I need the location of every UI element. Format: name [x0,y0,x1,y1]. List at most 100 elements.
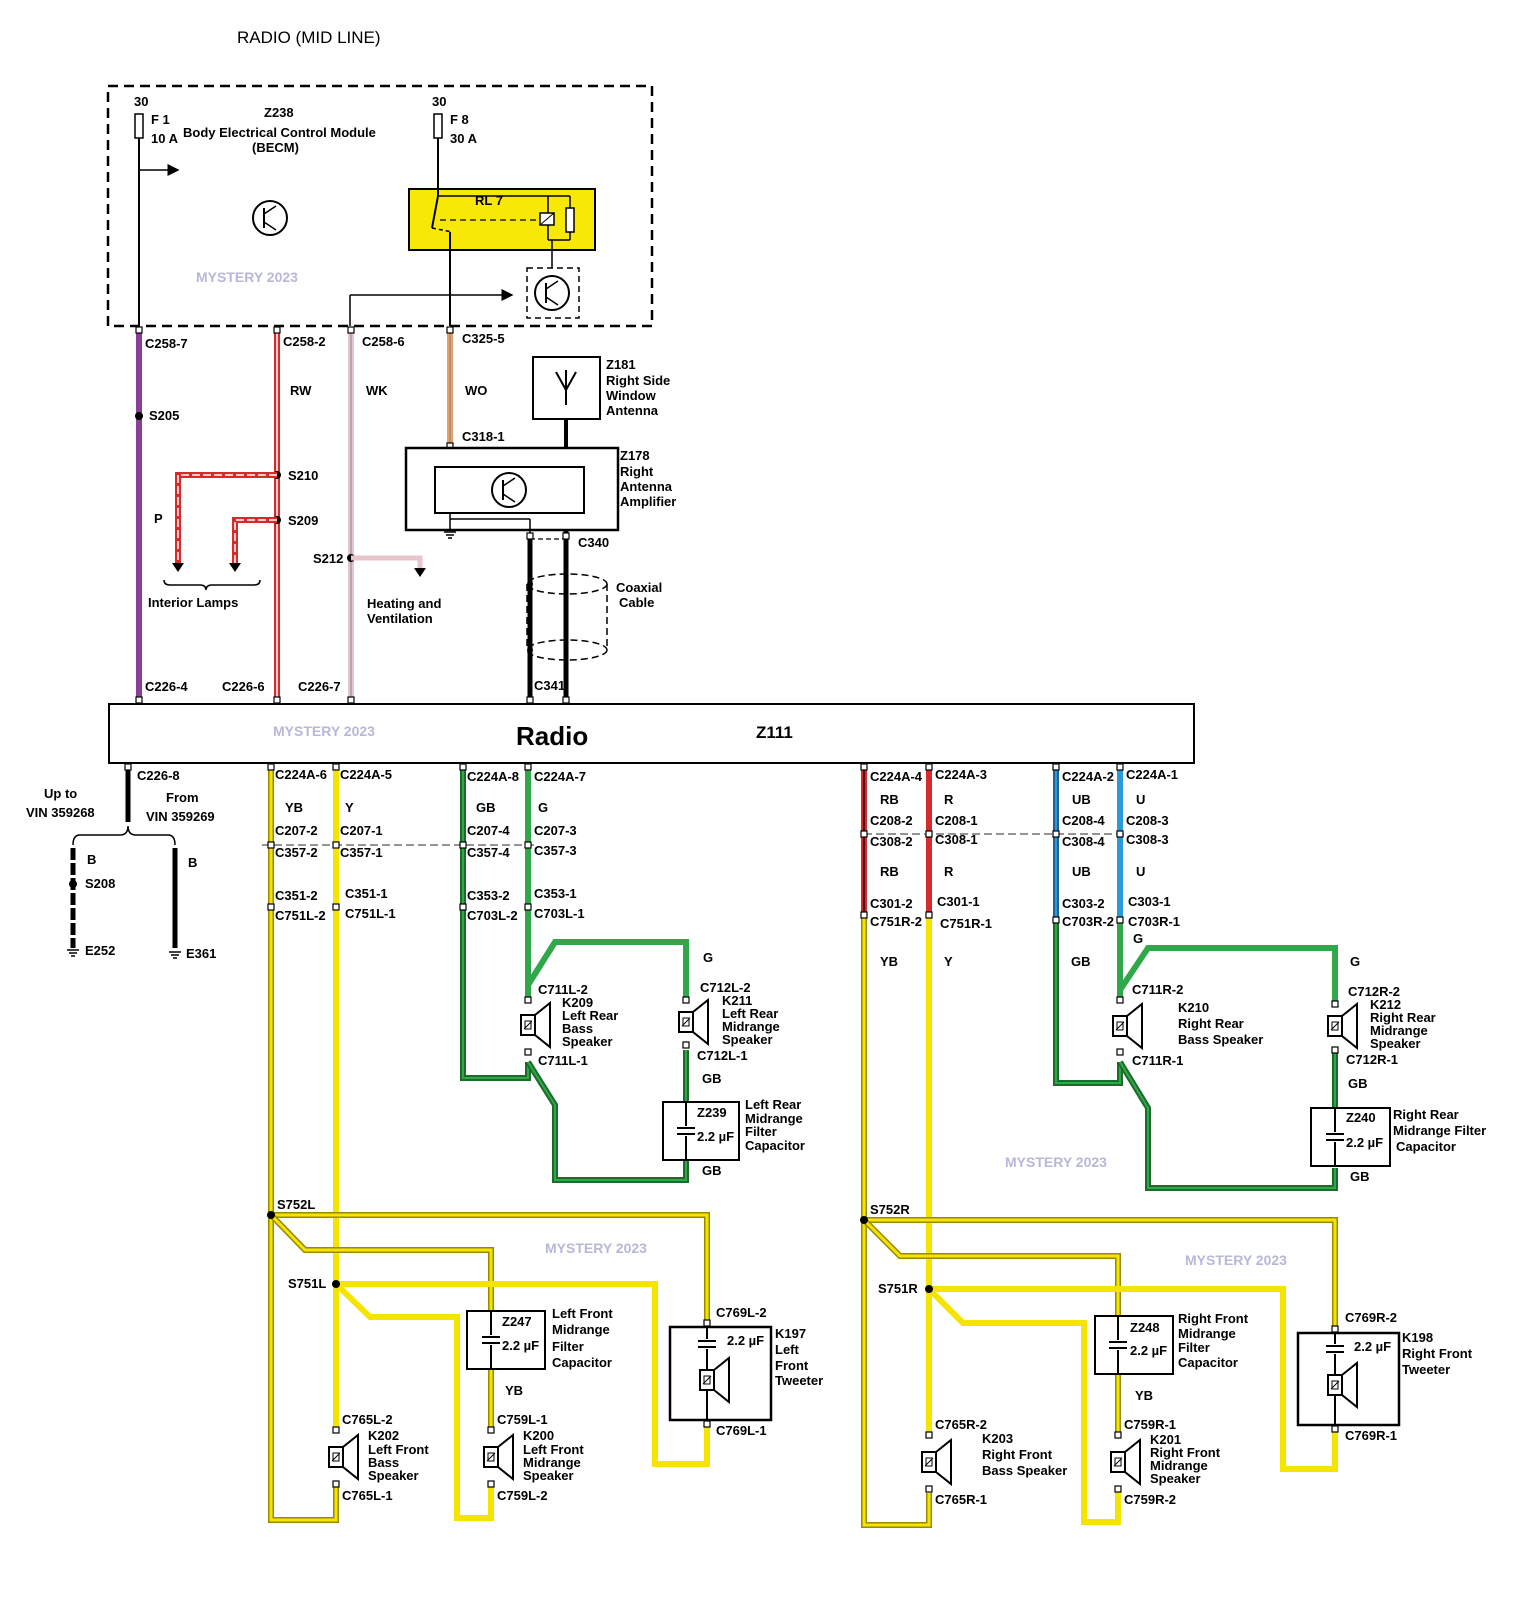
conn-c208-4: C208-4 [1062,813,1105,828]
z248-code: Z248 [1130,1320,1160,1335]
k201-l3: Speaker [1150,1471,1201,1486]
conn-c759r-2: C759R-2 [1124,1492,1176,1507]
conn-c224a-6: C224A-6 [275,767,327,782]
becm-transistor-icon [252,200,288,236]
k209-speaker-icon [520,1002,551,1048]
k211-l2: Midrange [722,1019,780,1034]
conn-c224a-2: C224A-2 [1062,769,1114,784]
z248-value: 2.2 µF [1130,1343,1167,1358]
splice-s751r-label: S751R [878,1281,918,1296]
wire-g-lr: G [538,800,548,815]
z239-l4: Capacitor [745,1138,805,1153]
z248-l3: Filter [1178,1340,1210,1355]
wire-g-k212: G [1350,954,1360,969]
conn-c703l-2: C703L-2 [467,908,518,923]
k210-speaker-icon [1112,1003,1143,1049]
k209-code: K209 [562,995,593,1010]
conn-c258-2: C258-2 [283,334,326,349]
watermark-5: MYSTERY 2023 [1185,1252,1287,1268]
antenna-icon [555,370,577,405]
k202-l2: Bass [368,1455,399,1470]
z239-l3: Filter [745,1124,777,1139]
ground-e361-label: E361 [186,946,216,961]
k212-l1: Right Rear [1370,1010,1436,1025]
k211-speaker-icon [678,999,709,1045]
k211-l1: Left Rear [722,1006,778,1021]
conn-c224a-1: C224A-1 [1126,767,1178,782]
wire-wk: WK [366,383,388,398]
coax-label-2: Cable [619,595,654,610]
radio-name: Radio [516,721,588,751]
k212-code: K212 [1370,997,1401,1012]
interior-lamps-label: Interior Lamps [148,595,238,610]
z240-l3: Capacitor [1396,1139,1456,1154]
k212-l2: Midrange [1370,1023,1428,1038]
conn-c224a-3: C224A-3 [935,767,987,782]
conn-c769r-2: C769R-2 [1345,1310,1397,1325]
conn-c765l-1: C765L-1 [342,1488,393,1503]
k197-l2: Front [775,1358,809,1373]
k200-l2: Midrange [523,1455,581,1470]
wire-yb-z247: YB [505,1383,523,1398]
heating-label-1: Heating and [367,596,441,611]
k198-code: K198 [1402,1330,1433,1345]
k203-speaker-icon [921,1439,952,1485]
conn-c208-2: C208-2 [870,813,913,828]
wire-yb-z248: YB [1135,1388,1153,1403]
wire-r-1: R [944,792,954,807]
conn-c207-3: C207-3 [534,823,577,838]
wire-u-2: U [1136,864,1145,879]
vin-upto-number: VIN 359268 [26,805,95,820]
conn-c224a-5: C224A-5 [340,767,392,782]
z247-l3: Filter [552,1339,584,1354]
conn-c325-5: C325-5 [462,331,505,346]
amplifier-l1: Right [620,464,654,479]
z248-l4: Capacitor [1178,1355,1238,1370]
conn-c208-1: C208-1 [935,813,978,828]
k202-code: K202 [368,1428,399,1443]
conn-c207-4: C207-4 [467,823,510,838]
k201-l2: Midrange [1150,1458,1208,1473]
wire-u-1: U [1136,792,1145,807]
conn-c301-2: C301-2 [870,896,913,911]
k202-l1: Left Front [368,1442,429,1457]
k212-speaker-icon [1327,1003,1358,1049]
conn-c357-1: C357-1 [340,845,383,860]
conn-c711r-1: C711R-1 [1132,1053,1183,1068]
k198-l1: Right Front [1402,1346,1473,1361]
conn-c751r-1: C751R-1 [940,916,992,931]
z239-l2: Midrange [745,1111,803,1126]
wire-wo: WO [465,383,487,398]
coax-label-1: Coaxial [616,580,662,595]
conn-c351-1: C351-1 [345,886,388,901]
wire-gb-lr: GB [476,800,496,815]
watermark-2: MYSTERY 2023 [273,723,375,739]
conn-c357-2: C357-2 [275,845,318,860]
conn-c703l-1: C703L-1 [534,906,585,921]
conn-c353-2: C353-2 [467,888,510,903]
wire-yb-l: YB [285,800,303,815]
z247-value: 2.2 µF [502,1338,539,1353]
splice-s208-label: S208 [85,876,115,891]
wire-gb-rr: GB [1071,954,1091,969]
z240-code: Z240 [1346,1110,1376,1125]
z239-code: Z239 [697,1105,727,1120]
ground-e252-label: E252 [85,943,115,958]
conn-c759l-2: C759L-2 [497,1488,548,1503]
k203-l2: Bass Speaker [982,1463,1067,1478]
conn-c308-4: C308-4 [1062,834,1105,849]
conn-c751r-2: C751R-2 [870,914,922,929]
capacitor-z248 [1094,1315,1174,1375]
conn-c258-7: C258-7 [145,336,188,351]
conn-c769r-1: C769R-1 [1345,1428,1397,1443]
fuse8-icon [433,113,443,139]
ground-e361-icon [168,951,182,959]
antenna-l3: Antenna [606,403,659,418]
radio-unit [108,703,1195,764]
z239-value: 2.2 µF [697,1129,734,1144]
wire-g-rr: G [1133,931,1143,946]
fuse8-rating: 30 A [450,131,478,146]
conn-c303-2: C303-2 [1062,896,1105,911]
k211-code: K211 [722,993,752,1008]
